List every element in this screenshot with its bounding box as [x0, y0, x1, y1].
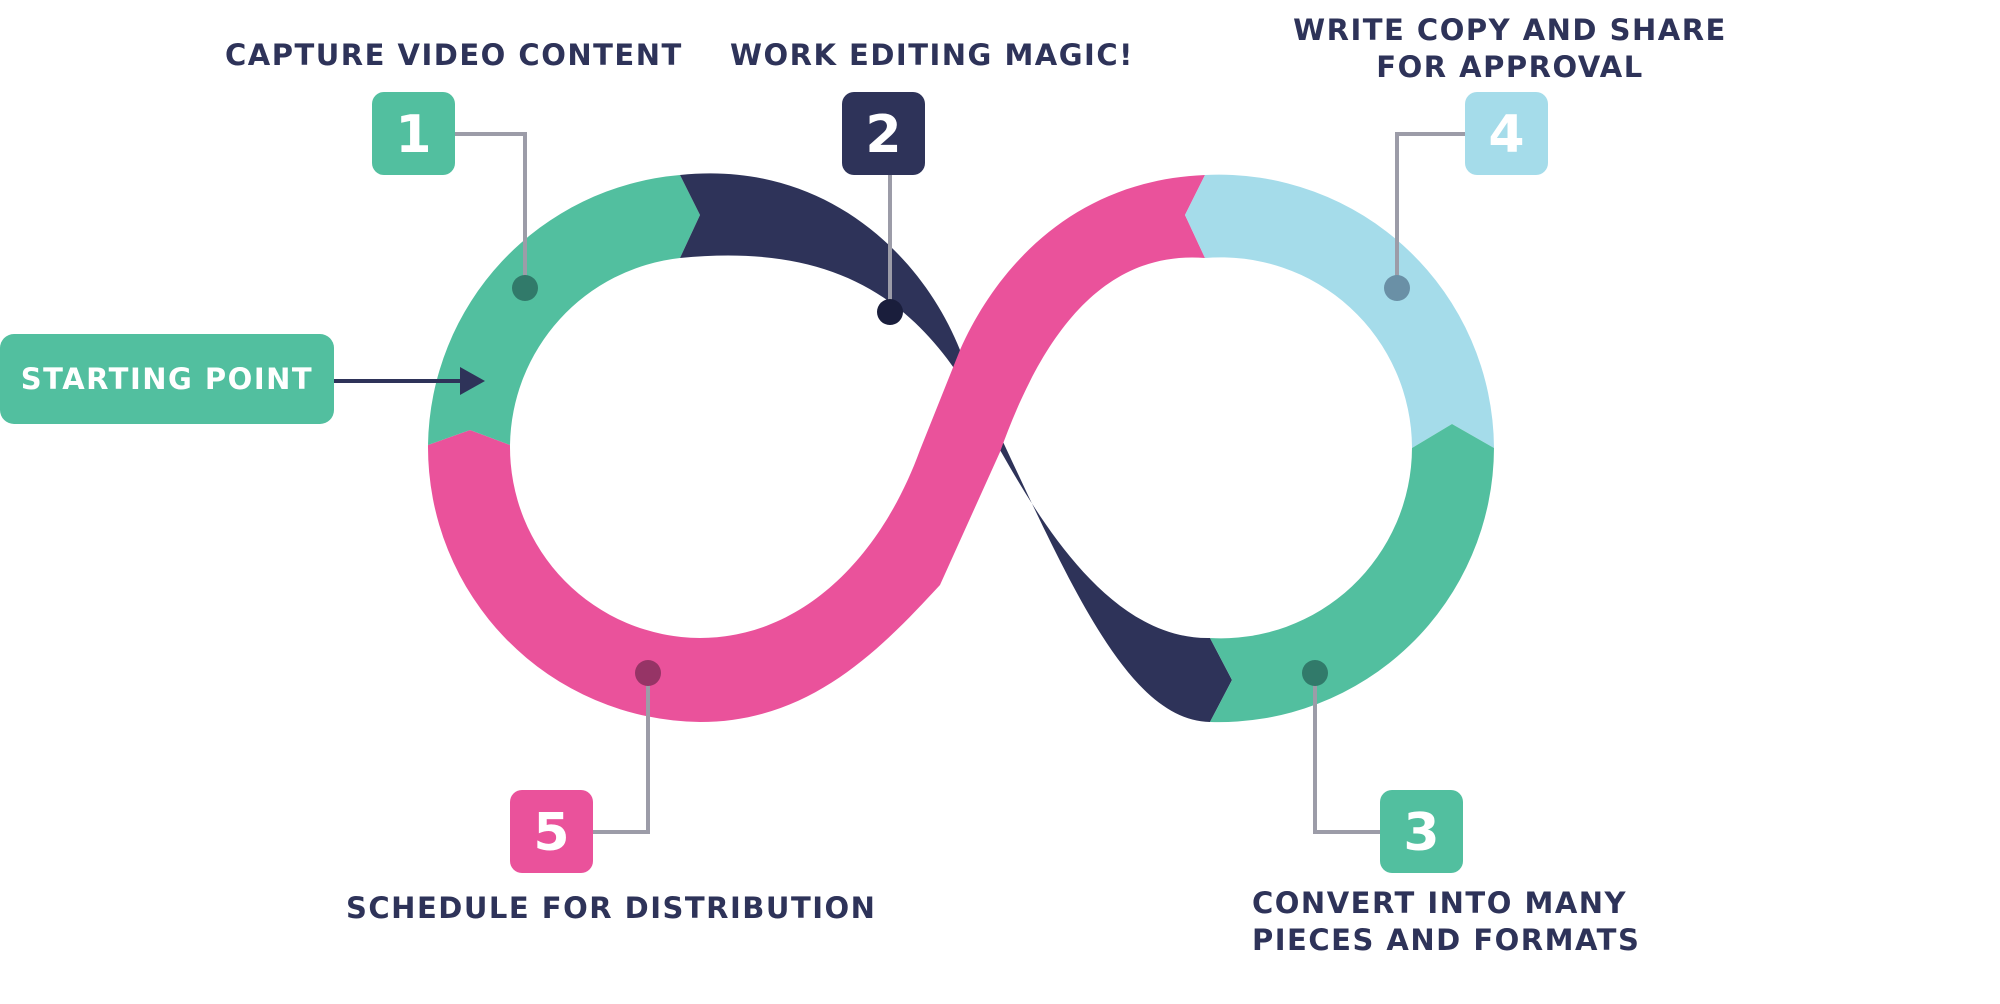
dot-4	[1384, 275, 1410, 301]
loop-segment-3	[1210, 424, 1494, 723]
step-badge-3: 3	[1380, 790, 1463, 873]
connector-5	[590, 673, 650, 834]
connector-1	[455, 132, 527, 288]
connector-4	[1395, 132, 1465, 288]
step-label-3: CONVERT INTO MANY PIECES AND FORMATS	[1252, 885, 1640, 959]
step-badge-4: 4	[1465, 92, 1548, 175]
step-label-5: SCHEDULE FOR DISTRIBUTION	[346, 891, 877, 925]
starting-point-label: STARTING POINT	[20, 362, 314, 396]
step-label-4: WRITE COPY AND SHARE FOR APPROVAL	[1290, 12, 1730, 86]
starting-point-box: STARTING POINT	[0, 334, 334, 424]
loop-segment-5-cross	[700, 175, 1205, 722]
start-arrow-head	[460, 367, 485, 395]
step-label-1: CAPTURE VIDEO CONTENT	[225, 38, 683, 72]
dot-1	[512, 275, 538, 301]
loop-segment-2	[680, 173, 1232, 722]
step-label-2: WORK EDITING MAGIC!	[730, 38, 1134, 72]
loop-segment-1	[428, 175, 700, 445]
step-number-3: 3	[1403, 803, 1439, 863]
step-label-4-line-1: WRITE COPY AND SHARE	[1293, 13, 1727, 47]
step-badge-1: 1	[372, 92, 455, 175]
step-number-1: 1	[395, 105, 431, 165]
step-label-3-line-1: CONVERT INTO MANY	[1252, 886, 1628, 920]
step-label-4-line-2: FOR APPROVAL	[1376, 50, 1644, 84]
step-badge-5: 5	[510, 790, 593, 873]
step-number-4: 4	[1488, 105, 1524, 165]
step-badge-2: 2	[842, 92, 925, 175]
step-number-2: 2	[865, 105, 901, 165]
dot-3	[1302, 660, 1328, 686]
dot-5	[635, 660, 661, 686]
loop-segment-5-left	[427, 430, 700, 722]
connector-3	[1313, 673, 1380, 834]
step-label-3-line-2: PIECES AND FORMATS	[1252, 923, 1641, 957]
dot-2	[877, 299, 903, 325]
step-number-5: 5	[533, 803, 569, 863]
loop-segment-4	[1185, 174, 1494, 448]
